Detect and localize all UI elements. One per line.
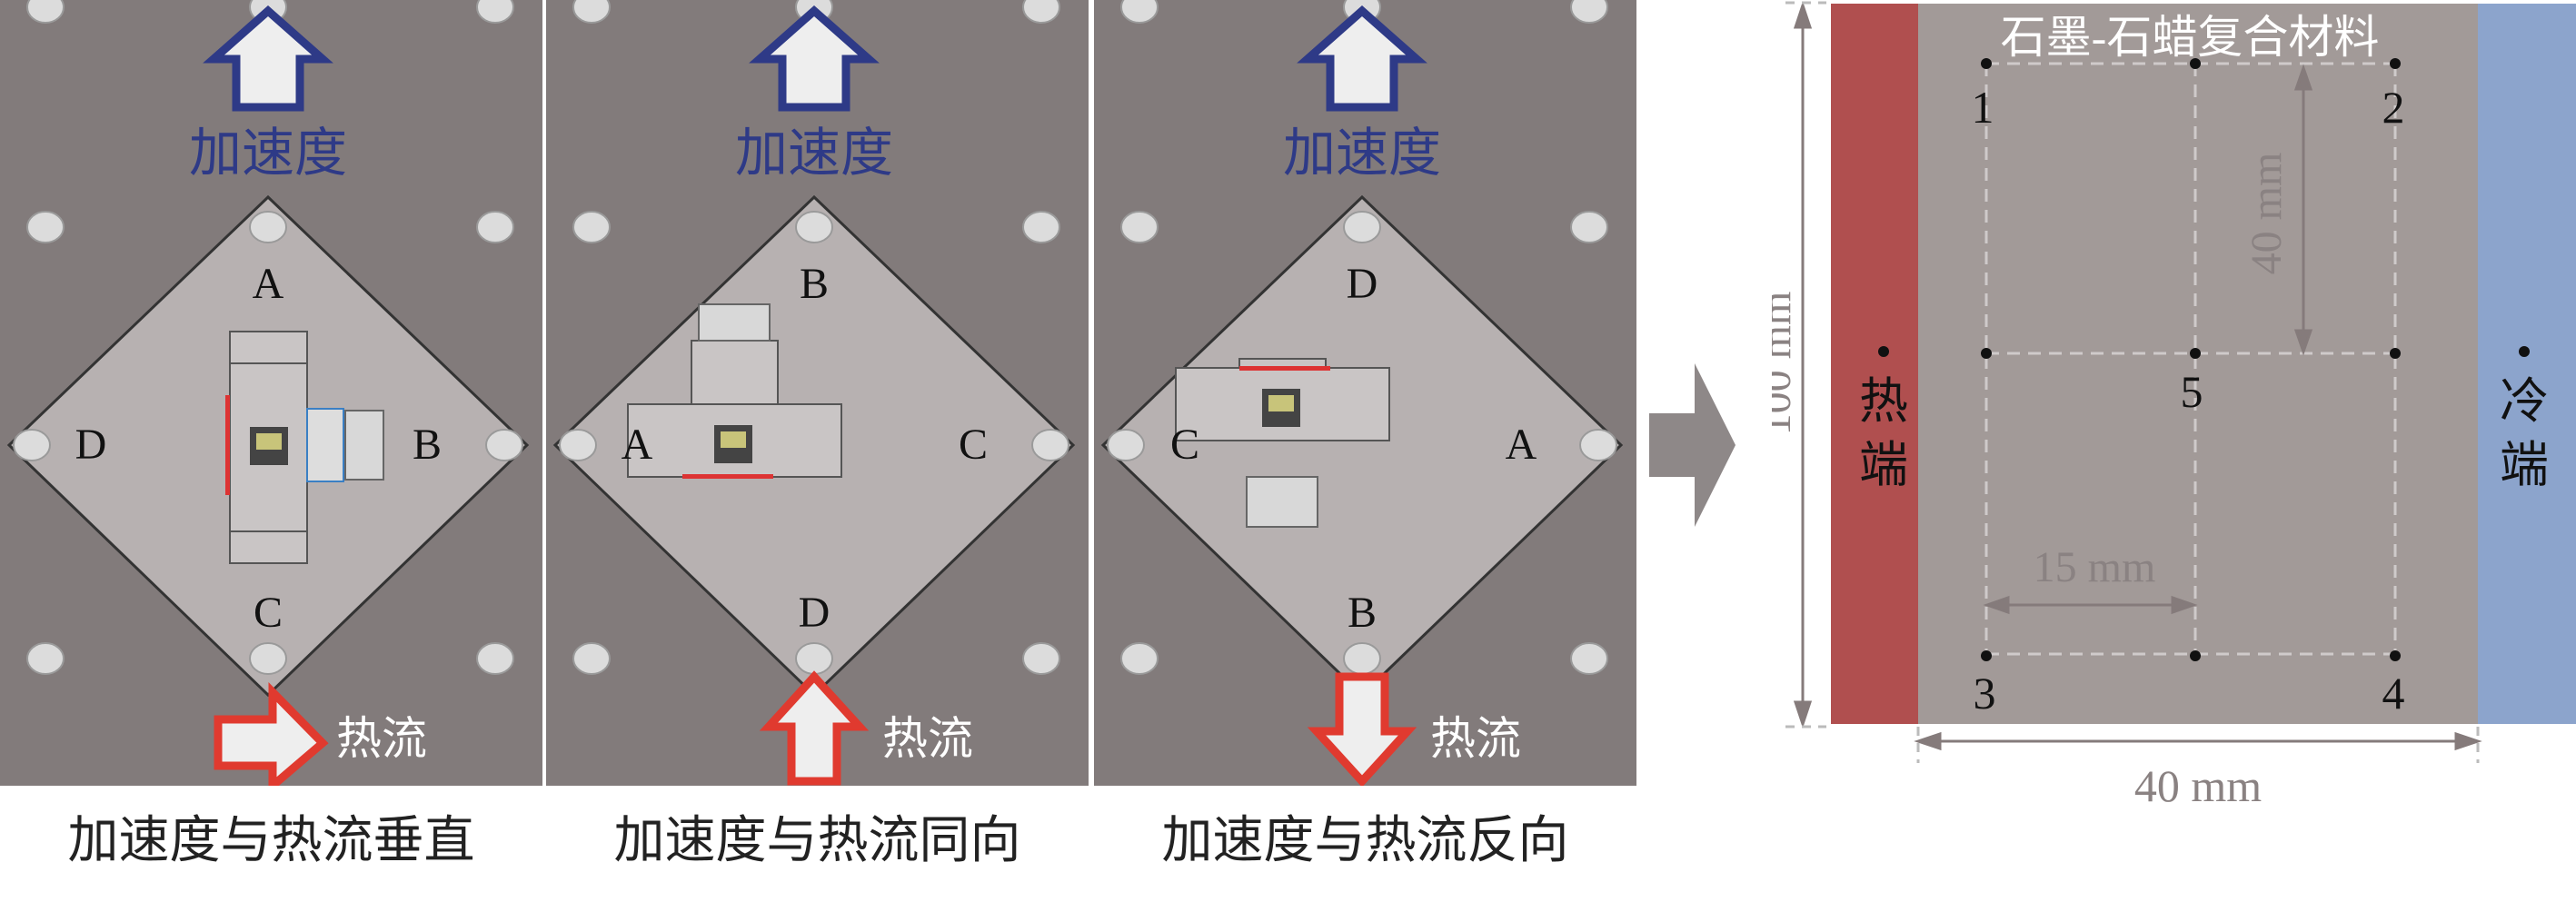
heat-flow-label: 热流 [882, 713, 973, 764]
acceleration-arrow-icon [1297, 5, 1427, 112]
mount-hole [1022, 211, 1060, 243]
thermocouple-points [1878, 58, 2530, 661]
corner-label-right: B [413, 421, 442, 469]
mount-hole [795, 211, 833, 243]
svg-text:端: 端 [1859, 438, 1908, 492]
mount-hole [1107, 429, 1145, 461]
mount-hole [795, 642, 833, 675]
mount-hole [1022, 0, 1060, 24]
corner-label-bottom: B [1348, 589, 1377, 637]
test-module [627, 303, 842, 479]
mount-hole [1570, 0, 1608, 24]
heat-flow-arrow-icon [1307, 672, 1417, 788]
hot-end-label: 热 [1859, 374, 1908, 429]
mount-hole [1120, 0, 1159, 24]
caption-perpendicular: 加速度与热流垂直 [67, 811, 475, 870]
corner-label-left: C [1170, 421, 1199, 469]
panel-opposite-direction: 加速度热流 D A B C [1094, 0, 1636, 788]
svg-text:端: 端 [2500, 438, 2549, 492]
mount-hole [572, 0, 611, 24]
mount-hole [1120, 211, 1159, 243]
sensor-layout-schematic: 石墨-石蜡复合材料 1 2 3 4 5 热 端 冷 端 40 mm 15 mm … [1772, 1, 2576, 811]
mount-hole [249, 642, 287, 675]
mount-hole [1570, 211, 1608, 243]
caption-opposite-direction: 加速度与热流反向 [1161, 811, 1569, 870]
corner-label-right: A [1506, 421, 1537, 469]
mount-hole [572, 211, 611, 243]
point-label-5: 5 [2181, 366, 2203, 417]
corner-label-top: D [1347, 260, 1378, 308]
mount-hole [1022, 642, 1060, 675]
acceleration-arrow-icon [749, 5, 880, 112]
corner-label-right: C [959, 421, 988, 469]
heat-flow-label: 热流 [1430, 713, 1521, 764]
corner-label-left: A [622, 421, 653, 469]
horizontal-spacing-label: 15 mm [2034, 543, 2156, 591]
corner-label-top: B [800, 260, 829, 308]
point-label-4: 4 [2382, 668, 2405, 719]
heat-flow-arrow-icon [759, 670, 870, 786]
mount-hole [572, 642, 611, 675]
height-dimension-label: 100 mm [1772, 292, 1800, 436]
corner-label-left: D [75, 421, 107, 469]
cold-end-label: 冷 [2500, 374, 2549, 429]
mount-hole [1579, 429, 1617, 461]
mount-hole [476, 642, 514, 675]
mount-hole [476, 0, 514, 24]
corner-label-bottom: C [254, 589, 283, 637]
hot-end-bar [1831, 4, 1918, 724]
mount-hole [26, 642, 65, 675]
mount-hole [1343, 211, 1381, 243]
point-label-3: 3 [1974, 668, 1996, 719]
panel-perpendicular: 加速度热流 A B C D [0, 0, 542, 795]
caption-same-direction: 加速度与热流同向 [613, 811, 1021, 870]
material-title: 石墨-石蜡复合材料 [2001, 12, 2380, 63]
test-module [1175, 358, 1390, 528]
vertical-spacing-label: 40 mm [2243, 153, 2291, 275]
acceleration-label: 加速度 [189, 124, 347, 183]
mount-hole [1570, 642, 1608, 675]
heat-flow-arrow-icon [214, 681, 329, 795]
acceleration-label: 加速度 [735, 124, 893, 183]
heat-flow-label: 热流 [336, 713, 427, 764]
mount-hole [26, 0, 65, 24]
mount-hole [1343, 642, 1381, 675]
corner-label-bottom: D [799, 589, 830, 637]
corner-label-top: A [253, 260, 284, 308]
point-label-2: 2 [2382, 82, 2405, 133]
cold-end-bar [2478, 4, 2576, 724]
mount-hole [1031, 429, 1069, 461]
panel-same-direction: 加速度热流 B C D A [546, 0, 1089, 786]
acceleration-arrow-icon [203, 5, 333, 112]
width-dimension-label: 40 mm [2134, 760, 2262, 811]
test-module [225, 331, 384, 564]
acceleration-label: 加速度 [1283, 124, 1441, 183]
mount-hole [13, 429, 51, 461]
mount-hole [485, 429, 523, 461]
mount-hole [1120, 642, 1159, 675]
mount-hole [249, 211, 287, 243]
mount-hole [26, 211, 65, 243]
arrow-right-icon [1649, 363, 1736, 527]
mount-hole [476, 211, 514, 243]
point-label-1: 1 [1972, 82, 1994, 133]
mount-hole [559, 429, 597, 461]
